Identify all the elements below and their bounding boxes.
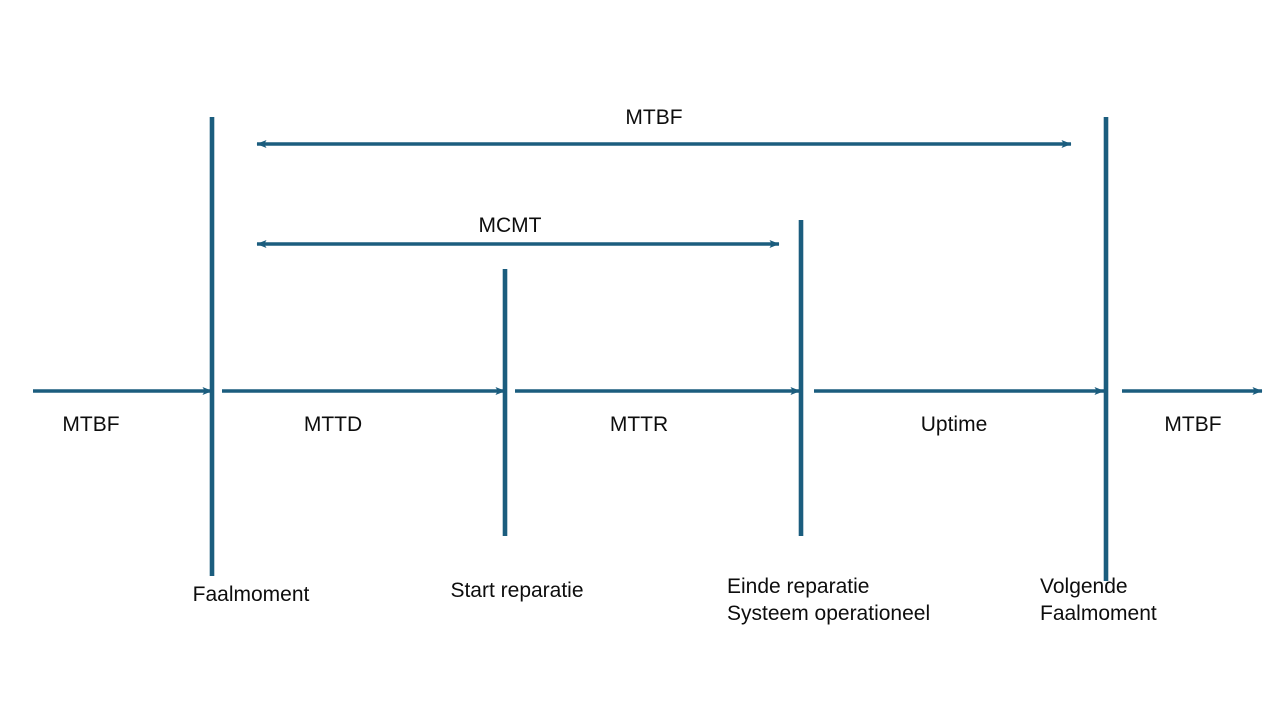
span-arrow-layer <box>256 140 1072 248</box>
span-label-mtbf-span: MTBF <box>625 106 683 129</box>
event-label-volgende-faalmoment-line-1: Volgende <box>1040 575 1128 598</box>
event-label-einde-reparatie-line-2: Systeem operationeel <box>727 601 931 625</box>
segment-label-uptime: Uptime <box>920 413 988 436</box>
event-label-start-reparatie: Start reparatie <box>450 578 583 605</box>
event-label-einde-reparatie-line-1: Einde reparatie <box>727 575 870 598</box>
segment-label-mtbf-right: MTBF <box>1164 413 1222 436</box>
event-label-start-reparatie-line-1: Start reparatie <box>450 579 584 602</box>
segment-label-mtbf-left: MTBF <box>62 413 120 436</box>
segment-label-mttd: MTTD <box>303 413 363 436</box>
segment-label-mttr: MTTR <box>609 413 669 436</box>
event-label-faalmoment-line-1: Faalmoment <box>192 583 310 606</box>
event-marker-layer <box>209 117 1109 581</box>
event-label-volgende-faalmoment-line-2: Faalmoment <box>1040 601 1157 625</box>
span-label-mcmt-span: MCMT <box>478 214 542 237</box>
event-label-faalmoment: Faalmoment <box>193 582 310 609</box>
